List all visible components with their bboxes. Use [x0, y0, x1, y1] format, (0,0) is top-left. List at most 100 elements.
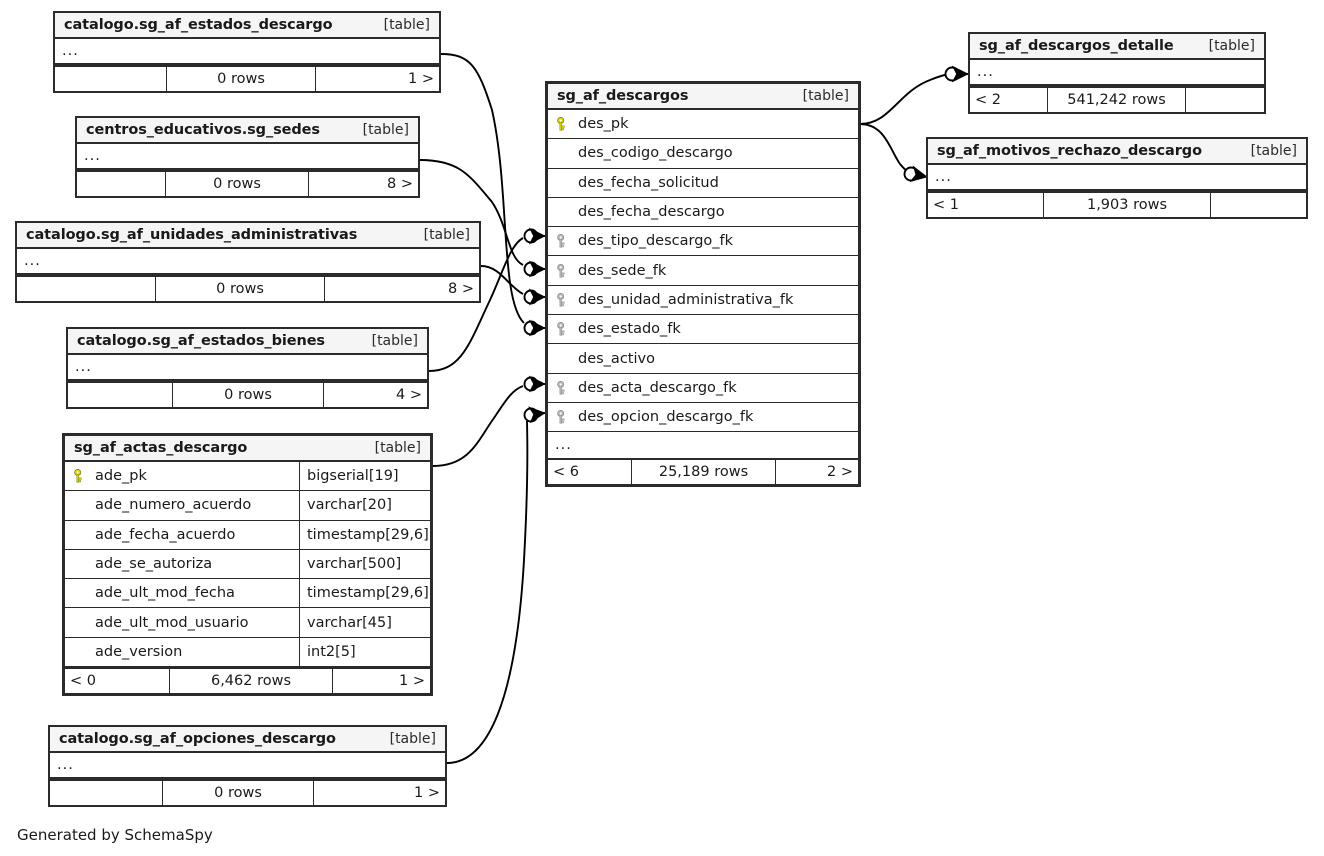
column-type: timestamp[29,6]: [299, 579, 430, 608]
column-name: des_opcion_descargo_fk: [578, 409, 754, 426]
table-footer: 0 rows 8 >: [77, 170, 418, 196]
footer-parent-count: [17, 277, 155, 301]
table-footer: < 1 1,903 rows: [928, 191, 1306, 217]
collapsed-columns-ellipsis: ...: [55, 39, 439, 65]
column-row-des-opcion-descargo-fk[interactable]: des_opcion_descargo_fk: [548, 403, 858, 433]
table-type-tag: [table]: [362, 122, 409, 138]
edge-descargos-detalle: [859, 73, 952, 125]
footer-parent-count: [50, 781, 162, 805]
footer-parent-count: < 1: [933, 197, 959, 213]
table-card-actas-descargo[interactable]: sg_af_actas_descargo [table] ade_pk bigs…: [62, 433, 433, 697]
column-name: des_fecha_solicitud: [578, 174, 719, 191]
key-icon-primary: [73, 468, 88, 484]
column-type: varchar[500]: [299, 549, 430, 579]
column-row-des-acta-descargo-fk[interactable]: des_acta_descargo_fk: [548, 374, 858, 403]
column-type: timestamp[29,6]: [299, 520, 430, 549]
table-header: catalogo.sg_af_unidades_administrativas …: [17, 223, 479, 249]
column-row-des-estado-fk[interactable]: des_estado_fk: [548, 315, 858, 345]
key-icon-foreign: [556, 321, 571, 337]
edge-opciones-descargo: [446, 420, 529, 764]
table-name: catalogo.sg_af_unidades_administrativas: [26, 227, 358, 243]
footer-child-count: 8 >: [448, 281, 474, 297]
column-row-des-unidad-administrativa-fk[interactable]: des_unidad_administrativa_fk: [548, 286, 858, 316]
column-name: ade_fecha_acuerdo: [95, 526, 236, 543]
footer-row-count: 1,903 rows: [1043, 193, 1211, 217]
footer-child-count: [1211, 193, 1306, 217]
footer-row-count: 0 rows: [166, 67, 316, 91]
edge-unidades-administrativas: [480, 265, 524, 295]
table-footer: < 0 6,462 rows 1 >: [65, 667, 430, 694]
table-footer: < 2 541,242 rows: [970, 86, 1264, 112]
edge-motivos-rechazo: [859, 123, 911, 174]
footer-parent-count: < 6: [553, 464, 579, 481]
column-type: bigserial[19]: [299, 462, 430, 491]
table-name: sg_af_descargos: [557, 88, 689, 104]
table-header: catalogo.sg_af_estados_bienes [table]: [68, 329, 427, 355]
footer-row-count: 0 rows: [172, 383, 324, 407]
table-card-descargos-detalle[interactable]: sg_af_descargos_detalle [table] ... < 2 …: [968, 32, 1266, 114]
column-row-des-sede-fk[interactable]: des_sede_fk: [548, 256, 858, 286]
table-type-tag: [table]: [389, 731, 436, 747]
column-name: des_unidad_administrativa_fk: [578, 291, 794, 308]
column-row-ade-version[interactable]: ade_version int2[5]: [65, 637, 430, 668]
table-card-descargos[interactable]: sg_af_descargos [table] des_pk des_codig…: [545, 81, 861, 488]
edge-endpoint-dot: [523, 261, 539, 277]
column-name: des_estado_fk: [578, 321, 681, 338]
column-row-ade-ult-mod-usuario[interactable]: ade_ult_mod_usuario varchar[45]: [65, 608, 430, 638]
footer-child-count: [1186, 88, 1264, 112]
column-type: int2[5]: [299, 637, 430, 667]
column-row-des-fecha-descargo[interactable]: des_fecha_descargo: [548, 198, 858, 228]
footer-row-count: 0 rows: [155, 277, 325, 301]
table-card-motivos-rechazo-descargo[interactable]: sg_af_motivos_rechazo_descargo [table] .…: [926, 137, 1308, 219]
column-name: des_activo: [578, 350, 655, 367]
column-row-ade-numero-acuerdo[interactable]: ade_numero_acuerdo varchar[20]: [65, 491, 430, 521]
footer-parent-count: < 2: [975, 92, 1001, 108]
column-row-des-activo[interactable]: des_activo: [548, 344, 858, 374]
column-name: des_codigo_descargo: [578, 145, 733, 162]
footer-parent-count: [68, 383, 172, 407]
footer-parent-count: < 0: [70, 673, 96, 690]
table-header: centros_educativos.sg_sedes [table]: [77, 118, 418, 144]
column-row-ade-ult-mod-fecha[interactable]: ade_ult_mod_fecha timestamp[29,6]: [65, 579, 430, 609]
table-type-tag: [table]: [802, 88, 849, 104]
table-name: catalogo.sg_af_estados_bienes: [77, 333, 325, 349]
column-name: ade_pk: [95, 468, 147, 485]
column-row-ade-se-autoriza[interactable]: ade_se_autoriza varchar[500]: [65, 549, 430, 580]
table-name: catalogo.sg_af_opciones_descargo: [59, 731, 336, 747]
collapsed-columns-ellipsis: ...: [68, 355, 427, 381]
collapsed-columns-ellipsis: ...: [17, 249, 479, 275]
edge-endpoint-dot: [523, 407, 539, 423]
column-row-des-codigo-descargo[interactable]: des_codigo_descargo: [548, 139, 858, 169]
column-type: varchar[20]: [299, 491, 430, 520]
key-icon-foreign: [556, 263, 571, 279]
key-icon-primary: [556, 116, 571, 132]
column-row-des-pk[interactable]: des_pk: [548, 110, 858, 140]
column-name: des_tipo_descargo_fk: [578, 233, 734, 250]
footer-child-count: 1 >: [414, 785, 440, 801]
column-row-des-fecha-solicitud[interactable]: des_fecha_solicitud: [548, 169, 858, 198]
column-row-des-tipo-descargo-fk[interactable]: des_tipo_descargo_fk: [548, 227, 858, 257]
table-name: sg_af_motivos_rechazo_descargo: [937, 143, 1202, 159]
table-card-opciones-descargo[interactable]: catalogo.sg_af_opciones_descargo [table]…: [48, 725, 447, 807]
table-card-estados-bienes[interactable]: catalogo.sg_af_estados_bienes [table] ..…: [66, 327, 429, 409]
column-row-ade-pk[interactable]: ade_pk bigserial[19]: [65, 462, 430, 492]
footer-row-count: 0 rows: [162, 781, 314, 805]
table-card-sg-sedes[interactable]: centros_educativos.sg_sedes [table] ... …: [75, 116, 420, 198]
footer-child-count: 1 >: [399, 673, 425, 690]
table-card-estados-descargo[interactable]: catalogo.sg_af_estados_descargo [table] …: [53, 11, 441, 93]
footer-child-count: 1 >: [408, 71, 434, 87]
column-name: ade_ult_mod_usuario: [95, 614, 249, 631]
table-footer: 0 rows 1 >: [50, 779, 445, 805]
table-header: sg_af_motivos_rechazo_descargo [table]: [928, 139, 1306, 165]
table-name: sg_af_descargos_detalle: [979, 38, 1174, 54]
collapsed-columns-ellipsis: ...: [50, 753, 445, 779]
collapsed-columns-ellipsis: ...: [77, 144, 418, 170]
table-header: sg_af_actas_descargo [table]: [65, 436, 430, 462]
table-card-unidades-administrativas[interactable]: catalogo.sg_af_unidades_administrativas …: [15, 221, 481, 303]
column-name: ade_numero_acuerdo: [95, 497, 252, 514]
column-row-ade-fecha-acuerdo[interactable]: ade_fecha_acuerdo timestamp[29,6]: [65, 520, 430, 550]
column-name: des_acta_descargo_fk: [578, 379, 737, 396]
table-header: catalogo.sg_af_opciones_descargo [table]: [50, 727, 445, 753]
key-icon-foreign: [556, 233, 571, 249]
